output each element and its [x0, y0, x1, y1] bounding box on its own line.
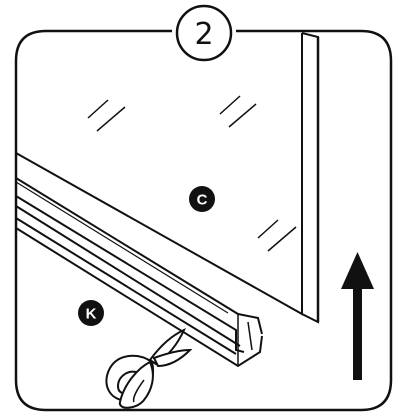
step-number-badge: 2	[175, 4, 233, 62]
step-number: 2	[194, 17, 213, 52]
glass-reflection-marks	[87, 95, 297, 252]
svg-text:K: K	[86, 306, 97, 323]
frame	[14, 29, 393, 412]
seal-strip	[15, 177, 263, 368]
glass-panel	[15, 32, 320, 324]
arrow-up-icon	[341, 252, 374, 380]
scissors-icon	[105, 328, 193, 409]
svg-text:C: C	[197, 192, 208, 209]
part-label-c: C	[189, 186, 215, 212]
part-label-k: K	[78, 300, 104, 326]
